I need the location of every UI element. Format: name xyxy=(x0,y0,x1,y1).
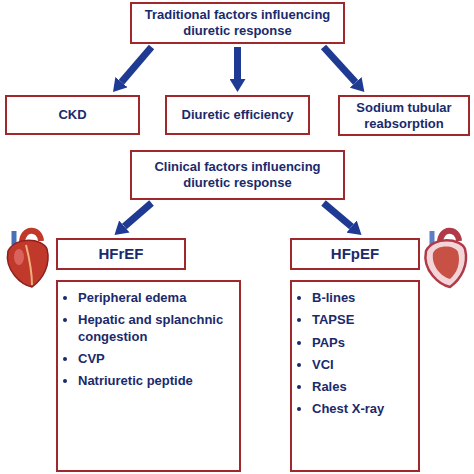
box-label: Sodium tubular reabsorption xyxy=(346,100,462,131)
factor-box: CKD xyxy=(5,95,140,135)
flow-arrow xyxy=(121,47,151,82)
list-item: Hepatic and splanchnic congestion xyxy=(78,312,233,345)
list-item: PAPs xyxy=(312,335,412,351)
flow-arrow xyxy=(124,203,151,226)
box-label: HFpEF xyxy=(331,245,379,263)
marker-list-box: Peripheral edemaHepatic and splanchnic c… xyxy=(56,280,241,472)
list-item: Rales xyxy=(312,379,412,395)
list-item: VCI xyxy=(312,357,412,373)
heart-body xyxy=(425,240,466,287)
box-label: CKD xyxy=(58,107,86,123)
heart-illustration xyxy=(7,231,48,287)
heading-box: Traditional factors influencing diuretic… xyxy=(130,2,345,44)
marker-list-box: B-linesTAPSE PAPsVCI RalesChest X-ray xyxy=(290,280,420,472)
thick-ventricle xyxy=(433,247,459,280)
heading-box: Clinical factors influencing diuretic re… xyxy=(130,150,345,200)
phenotype-box: HFpEF xyxy=(290,238,420,270)
box-label: Clinical factors influencing diuretic re… xyxy=(138,159,337,190)
factor-box: Sodium tubular reabsorption xyxy=(338,95,470,136)
list-item: Natriuretic peptide xyxy=(78,373,233,389)
heart-body xyxy=(7,240,48,287)
phenotype-box: HFrEF xyxy=(56,238,186,270)
heart-highlight xyxy=(14,249,24,265)
bullet-list: Peripheral edemaHepatic and splanchnic c… xyxy=(58,282,239,399)
list-item: CVP xyxy=(78,351,233,367)
heart-illustration xyxy=(425,231,466,287)
flow-arrow xyxy=(234,47,241,79)
factor-box: Diuretic efficiency xyxy=(165,95,310,135)
flow-arrow xyxy=(324,203,352,227)
box-label: Traditional factors influencing diuretic… xyxy=(138,7,337,38)
list-item: B-lines xyxy=(312,290,412,306)
box-label: Diuretic efficiency xyxy=(182,107,294,123)
list-item: TAPSE xyxy=(312,312,412,328)
flow-arrow xyxy=(324,47,356,82)
list-item: Peripheral edema xyxy=(78,290,233,306)
bullet-list: B-linesTAPSE PAPsVCI RalesChest X-ray xyxy=(292,282,418,428)
coronary-vessel xyxy=(26,245,32,285)
list-item: Chest X-ray xyxy=(312,401,412,417)
box-label: HFrEF xyxy=(99,245,144,263)
